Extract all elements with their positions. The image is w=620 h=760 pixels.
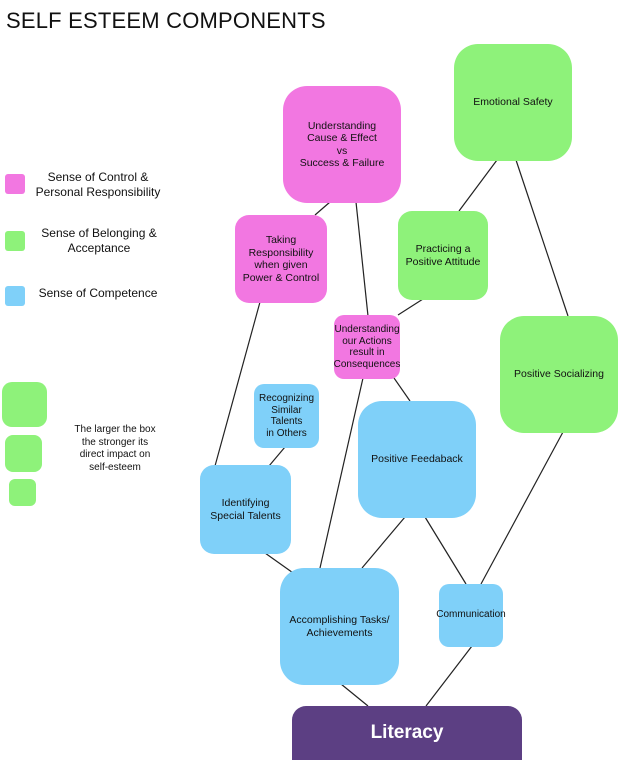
legend-swatch-belonging xyxy=(5,231,25,251)
edge-socializing-communication xyxy=(480,431,564,585)
legend-swatch-competence xyxy=(5,286,25,306)
edge-communication-literacy xyxy=(425,645,473,707)
node-accomplishing-tasks: Accomplishing Tasks/ Achievements xyxy=(280,568,399,685)
edge-safety-socializing xyxy=(515,159,569,317)
size-legend-note: The larger the box the stronger its dire… xyxy=(74,424,156,473)
legend-label-competence: Sense of Competence xyxy=(38,286,158,300)
size-scale-small xyxy=(9,479,36,506)
edge-feedback-accomplishing xyxy=(361,516,406,569)
legend-label-control: Sense of Control & Personal Responsibili… xyxy=(35,170,161,199)
legend-label-belonging: Sense of Belonging & Acceptance xyxy=(41,226,157,255)
edge-cause-responsibility xyxy=(314,201,331,216)
edge-safety-attitude xyxy=(458,159,498,212)
size-scale-medium xyxy=(5,435,42,472)
node-taking-responsibility: Taking Responsibility when given Power &… xyxy=(235,215,327,303)
node-positive-feedback: Positive Feedaback xyxy=(358,401,476,518)
node-positive-attitude: Practicing a Positive Attitude xyxy=(398,211,488,300)
edge-recognizing-identifying xyxy=(268,446,286,467)
node-cause-effect: Understanding Cause & Effect vs Success … xyxy=(283,86,401,203)
node-identifying-talents: Identifying Special Talents xyxy=(200,465,291,554)
edge-attitude-actions xyxy=(397,298,424,316)
node-literacy: Literacy xyxy=(292,706,522,760)
edge-feedback-communication xyxy=(424,516,467,585)
node-understanding-actions: Understanding our Actions result in Cons… xyxy=(334,315,400,379)
edge-actions-feedback xyxy=(393,377,411,402)
size-scale-large xyxy=(2,382,47,427)
node-recognizing-talents: Recognizing Similar Talents in Others xyxy=(254,384,319,448)
node-emotional-safety: Emotional Safety xyxy=(454,44,572,161)
edge-accomplishing-literacy xyxy=(340,683,369,707)
edge-actions-accomplishing xyxy=(319,377,364,569)
page-title: SELF ESTEEM COMPONENTS xyxy=(6,8,326,33)
edge-responsibility-identifying xyxy=(214,301,261,467)
edge-cause-actions xyxy=(355,201,369,317)
node-positive-socializing: Positive Socializing xyxy=(500,316,618,433)
node-communication: Communication xyxy=(436,584,506,647)
legend-swatch-control xyxy=(5,174,25,194)
